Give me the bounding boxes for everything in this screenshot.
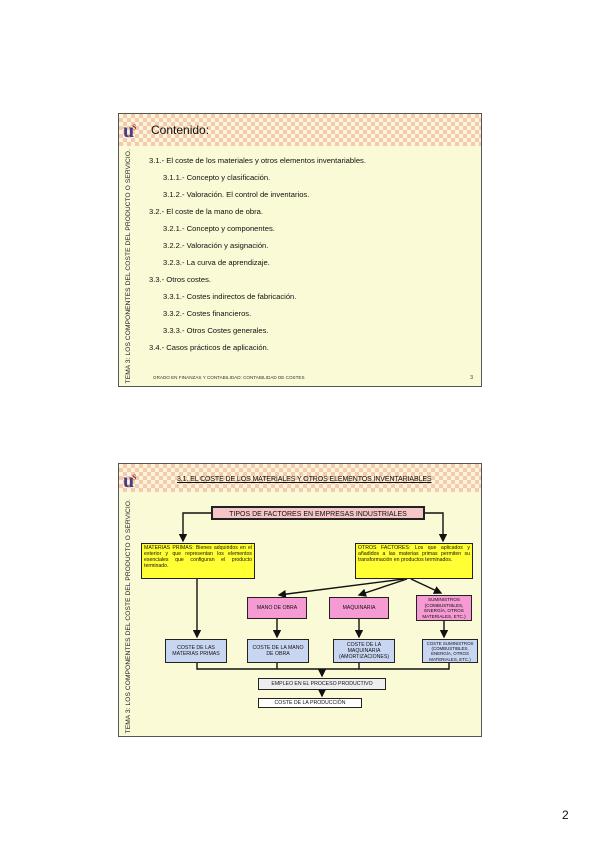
other-factors-box: OTROS FACTORES: Los que aplicados y añad… xyxy=(355,543,473,579)
sidebar-text: TEMA 3: LOS COMPONENTES DEL COSTE DEL PR… xyxy=(124,148,132,384)
slide-header-pattern xyxy=(119,114,481,146)
slide-contents: us Contenido: TEMA 3: LOS COMPONENTES DE… xyxy=(118,113,482,387)
machinery-cost-box: COSTE DE LA MAQUINARIA (AMORTIZACIONES) xyxy=(333,639,395,663)
raw-materials-box: MATERIAS PRIMAS: Bienes adquiridos en el… xyxy=(141,543,255,579)
supplies-cost-box: COSTE SUMINISTROS (COMBUSTIBLES, ENERGÍA… xyxy=(422,639,478,663)
labor-cost-box: COSTE DE LA MANO DE OBRA xyxy=(247,639,309,663)
page-number: 2 xyxy=(562,808,569,822)
toc-item: 3.2.2.- Valoración y asignación. xyxy=(163,241,269,250)
production-cost-box: COSTE DE LA PRODUCCIÓN xyxy=(258,698,362,708)
production-process-box: EMPLEO EN EL PROCESO PRODUCTIVO xyxy=(258,678,386,690)
supplies-box: SUMINISTROS (COMBUSTIBLES, ENERGÍA, OTRO… xyxy=(416,595,472,621)
toc-item: 3.3.1.- Costes indirectos de fabricación… xyxy=(163,292,297,301)
slide-sidebar: TEMA 3: LOS COMPONENTES DEL COSTE DEL PR… xyxy=(121,148,135,384)
slide-header-pattern xyxy=(119,464,481,492)
toc-item: 3.3.2.- Costes financieros. xyxy=(163,309,252,318)
diagram-connectors xyxy=(178,512,450,698)
university-logo: us xyxy=(123,470,137,492)
slide-footer: GRADO EN FINANZAS Y CONTABILIDAD: CONTAB… xyxy=(153,375,305,380)
machinery-box: MAQUINARIA xyxy=(329,597,389,619)
toc-item: 3.4.- Casos prácticos de aplicación. xyxy=(149,343,269,352)
slide-diagram: us 3.1. EL COSTE DE LOS MATERIALES Y OTR… xyxy=(118,463,482,737)
slide-title: Contenido: xyxy=(151,123,210,137)
toc-item: 3.3.- Otros costes. xyxy=(149,275,212,284)
toc-item: 3.1.1.- Concepto y clasificación. xyxy=(163,173,271,182)
toc-item: 3.3.3.- Otros Costes generales. xyxy=(163,326,269,335)
slide-page-number: 3 xyxy=(470,375,473,381)
toc-item: 3.1.- El coste de los materiales y otros… xyxy=(149,156,366,165)
labor-box: MANO DE OBRA xyxy=(247,597,307,619)
toc-item: 3.1.2.- Valoración. El control de invent… xyxy=(163,190,310,199)
toc-item: 3.2.3.- La curva de aprendizaje. xyxy=(163,258,270,267)
toc-item: 3.2.- El coste de la mano de obra. xyxy=(149,207,263,216)
raw-materials-cost-box: COSTE DE LAS MATERIAS PRIMAS xyxy=(165,639,227,663)
university-logo: us xyxy=(123,120,137,142)
factor-types-box: TIPOS DE FACTORES EN EMPRESAS INDUSTRIAL… xyxy=(211,506,425,520)
table-of-contents: 3.1.- El coste de los materiales y otros… xyxy=(149,152,475,356)
slide-title: 3.1. EL COSTE DE LOS MATERIALES Y OTROS … xyxy=(177,476,432,483)
toc-item: 3.2.1.- Concepto y componentes. xyxy=(163,224,275,233)
